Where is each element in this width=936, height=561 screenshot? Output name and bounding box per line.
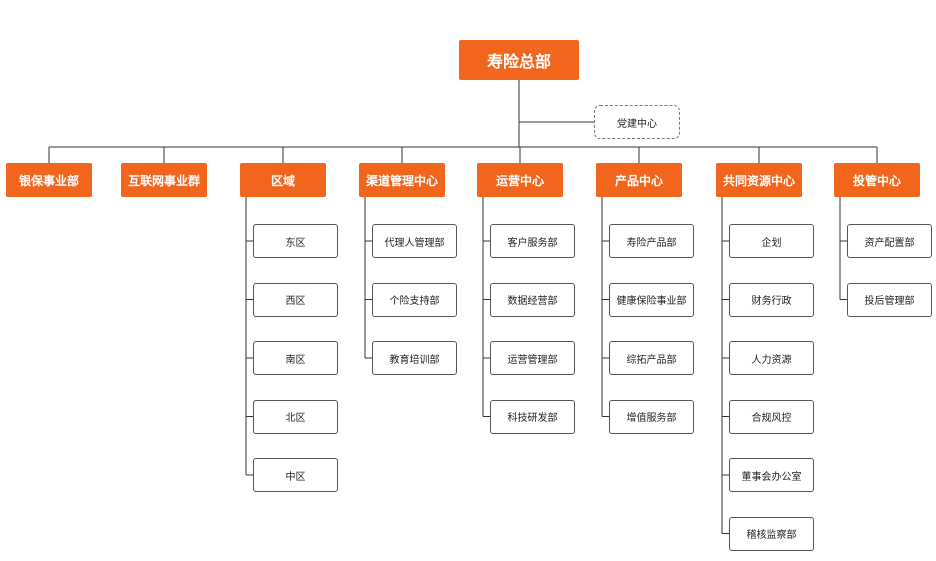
department-node: 互联网事业群 (121, 163, 207, 197)
sub-department-node: 寿险产品部 (609, 224, 694, 258)
sub-department-node: 人力资源 (729, 341, 814, 375)
sub-department-node: 科技研发部 (490, 399, 575, 434)
sub-department-node: 投后管理部 (847, 282, 932, 317)
party-center-node: 党建中心 (594, 105, 680, 139)
sub-department-node: 数据经营部 (490, 282, 575, 317)
sub-department-node: 南区 (253, 341, 338, 375)
department-node: 投管中心 (834, 163, 920, 197)
sub-department-node: 综拓产品部 (609, 341, 694, 375)
sub-department-node: 企划 (729, 224, 814, 258)
sub-department-node: 稽核监察部 (729, 516, 814, 551)
department-node: 共同资源中心 (716, 163, 802, 197)
department-node: 银保事业部 (6, 163, 92, 197)
sub-department-node: 北区 (253, 399, 338, 434)
sub-department-node: 西区 (253, 282, 338, 317)
sub-department-node: 东区 (253, 224, 338, 258)
sub-department-node: 合规风控 (729, 399, 814, 434)
sub-department-node: 健康保险事业部 (609, 282, 694, 317)
sub-department-node: 董事会办公室 (729, 458, 814, 492)
department-node: 渠道管理中心 (359, 163, 445, 197)
root-node: 寿险总部 (459, 40, 579, 80)
sub-department-node: 财务行政 (729, 282, 814, 317)
department-node: 区域 (240, 163, 326, 197)
sub-department-node: 个险支持部 (372, 282, 457, 317)
sub-department-node: 资产配置部 (847, 224, 932, 258)
sub-department-node: 增值服务部 (609, 399, 694, 434)
sub-department-node: 教育培训部 (372, 341, 457, 375)
department-node: 产品中心 (596, 163, 682, 197)
sub-department-node: 运营管理部 (490, 341, 575, 375)
sub-department-node: 中区 (253, 458, 338, 492)
sub-department-node: 代理人管理部 (372, 224, 457, 258)
department-node: 运营中心 (477, 163, 563, 197)
sub-department-node: 客户服务部 (490, 224, 575, 258)
